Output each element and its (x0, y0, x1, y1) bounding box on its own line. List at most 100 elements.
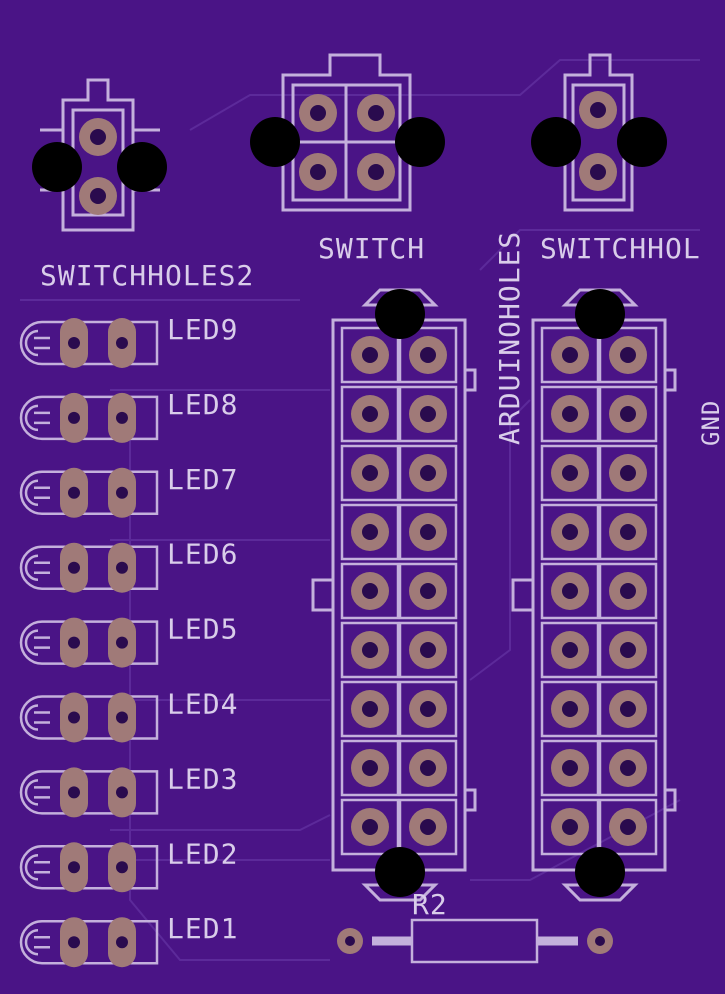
led-label: LED6 (167, 538, 238, 571)
led-label: LED9 (167, 313, 238, 346)
pin-cell (598, 326, 658, 384)
pin-cell (598, 562, 658, 620)
pin-cell (340, 621, 400, 679)
mounting-hole (117, 142, 167, 192)
led-footprint: LED8 (19, 388, 238, 443)
pin-cell (540, 503, 600, 561)
switchholes2-label: SWITCHHOLES2 (40, 259, 254, 292)
pin-cell (398, 385, 458, 443)
mounting-hole (32, 142, 82, 192)
pin-drill (362, 465, 378, 481)
led-label: LED7 (167, 463, 238, 496)
led-label: LED5 (167, 613, 238, 646)
pin-drill (362, 347, 378, 363)
pin-cell (340, 798, 400, 856)
mounting-hole (375, 847, 425, 897)
r2-label: R2 (412, 888, 448, 921)
pin-cell (598, 798, 658, 856)
arduino-header-left (311, 288, 477, 902)
pin-drill (620, 760, 636, 776)
led-footprint: LED5 (19, 613, 238, 668)
pin-drill (620, 524, 636, 540)
pin-drill (362, 760, 378, 776)
pin-drill (362, 524, 378, 540)
pin-drill (420, 583, 436, 599)
led-footprint: LED9 (19, 313, 238, 368)
switchhol-label: SWITCHHOL (540, 232, 701, 265)
led-label: LED3 (167, 762, 238, 795)
switch-connector (250, 53, 445, 212)
pin-drill (362, 642, 378, 658)
pin-cell (398, 621, 458, 679)
switch-label: SWITCH (318, 232, 425, 265)
pin-drill (562, 406, 578, 422)
pin-cell (540, 739, 600, 797)
pin-drill (562, 819, 578, 835)
pin-cell (340, 562, 400, 620)
pin-drill (620, 583, 636, 599)
mounting-hole (250, 117, 300, 167)
pin-cell (398, 680, 458, 738)
led-label: LED1 (167, 912, 238, 945)
led-footprint: LED7 (19, 463, 238, 518)
pin-drill (420, 524, 436, 540)
pin-cell (540, 444, 600, 502)
pin-drill (562, 760, 578, 776)
gnd-label: GND (697, 400, 725, 446)
pin-cell (598, 621, 658, 679)
pin-cell (340, 503, 400, 561)
pin-drill (562, 347, 578, 363)
pin-drill (362, 701, 378, 717)
led-footprint: LED1 (19, 912, 238, 968)
arduino-header-left-pins (340, 326, 458, 856)
pin-drill (420, 701, 436, 717)
mounting-hole (617, 117, 667, 167)
pin-cell (598, 385, 658, 443)
pin-cell (598, 503, 658, 561)
pin-drill (620, 642, 636, 658)
pin-drill (362, 819, 378, 835)
pin-cell (540, 621, 600, 679)
led-footprint: LED6 (19, 538, 238, 593)
pin-drill (562, 465, 578, 481)
pin-cell (598, 680, 658, 738)
pin-cell (398, 798, 458, 856)
led-footprint: LED2 (19, 837, 237, 893)
pin-cell (340, 739, 400, 797)
pin-cell (340, 326, 400, 384)
pin-drill (562, 583, 578, 599)
pin-cell (340, 385, 400, 443)
pin-drill (420, 819, 436, 835)
mounting-hole (531, 117, 581, 167)
mounting-hole (575, 289, 625, 339)
led-footprint: LED3 (19, 762, 238, 818)
pin-drill (420, 760, 436, 776)
mounting-hole (375, 289, 425, 339)
pin-drill (420, 465, 436, 481)
led-label: LED8 (167, 388, 238, 421)
pin-cell (398, 739, 458, 797)
pin-drill (620, 347, 636, 363)
pin-cell (540, 326, 600, 384)
arduino-header-right-pins (540, 326, 658, 856)
pin-drill (562, 701, 578, 717)
pin-drill (620, 406, 636, 422)
pin-drill (620, 819, 636, 835)
switchholes2-connector (32, 78, 167, 232)
mounting-hole (575, 847, 625, 897)
arduino-header-right (511, 288, 677, 902)
pin-cell (340, 680, 400, 738)
led-footprint: LED4 (19, 688, 238, 743)
pin-cell (398, 444, 458, 502)
pin-drill (420, 347, 436, 363)
pin-drill (562, 524, 578, 540)
pin-cell (540, 562, 600, 620)
led-label: LED4 (167, 688, 238, 721)
pin-drill (562, 642, 578, 658)
pin-cell (398, 562, 458, 620)
pin-cell (540, 798, 600, 856)
pin-drill (362, 406, 378, 422)
